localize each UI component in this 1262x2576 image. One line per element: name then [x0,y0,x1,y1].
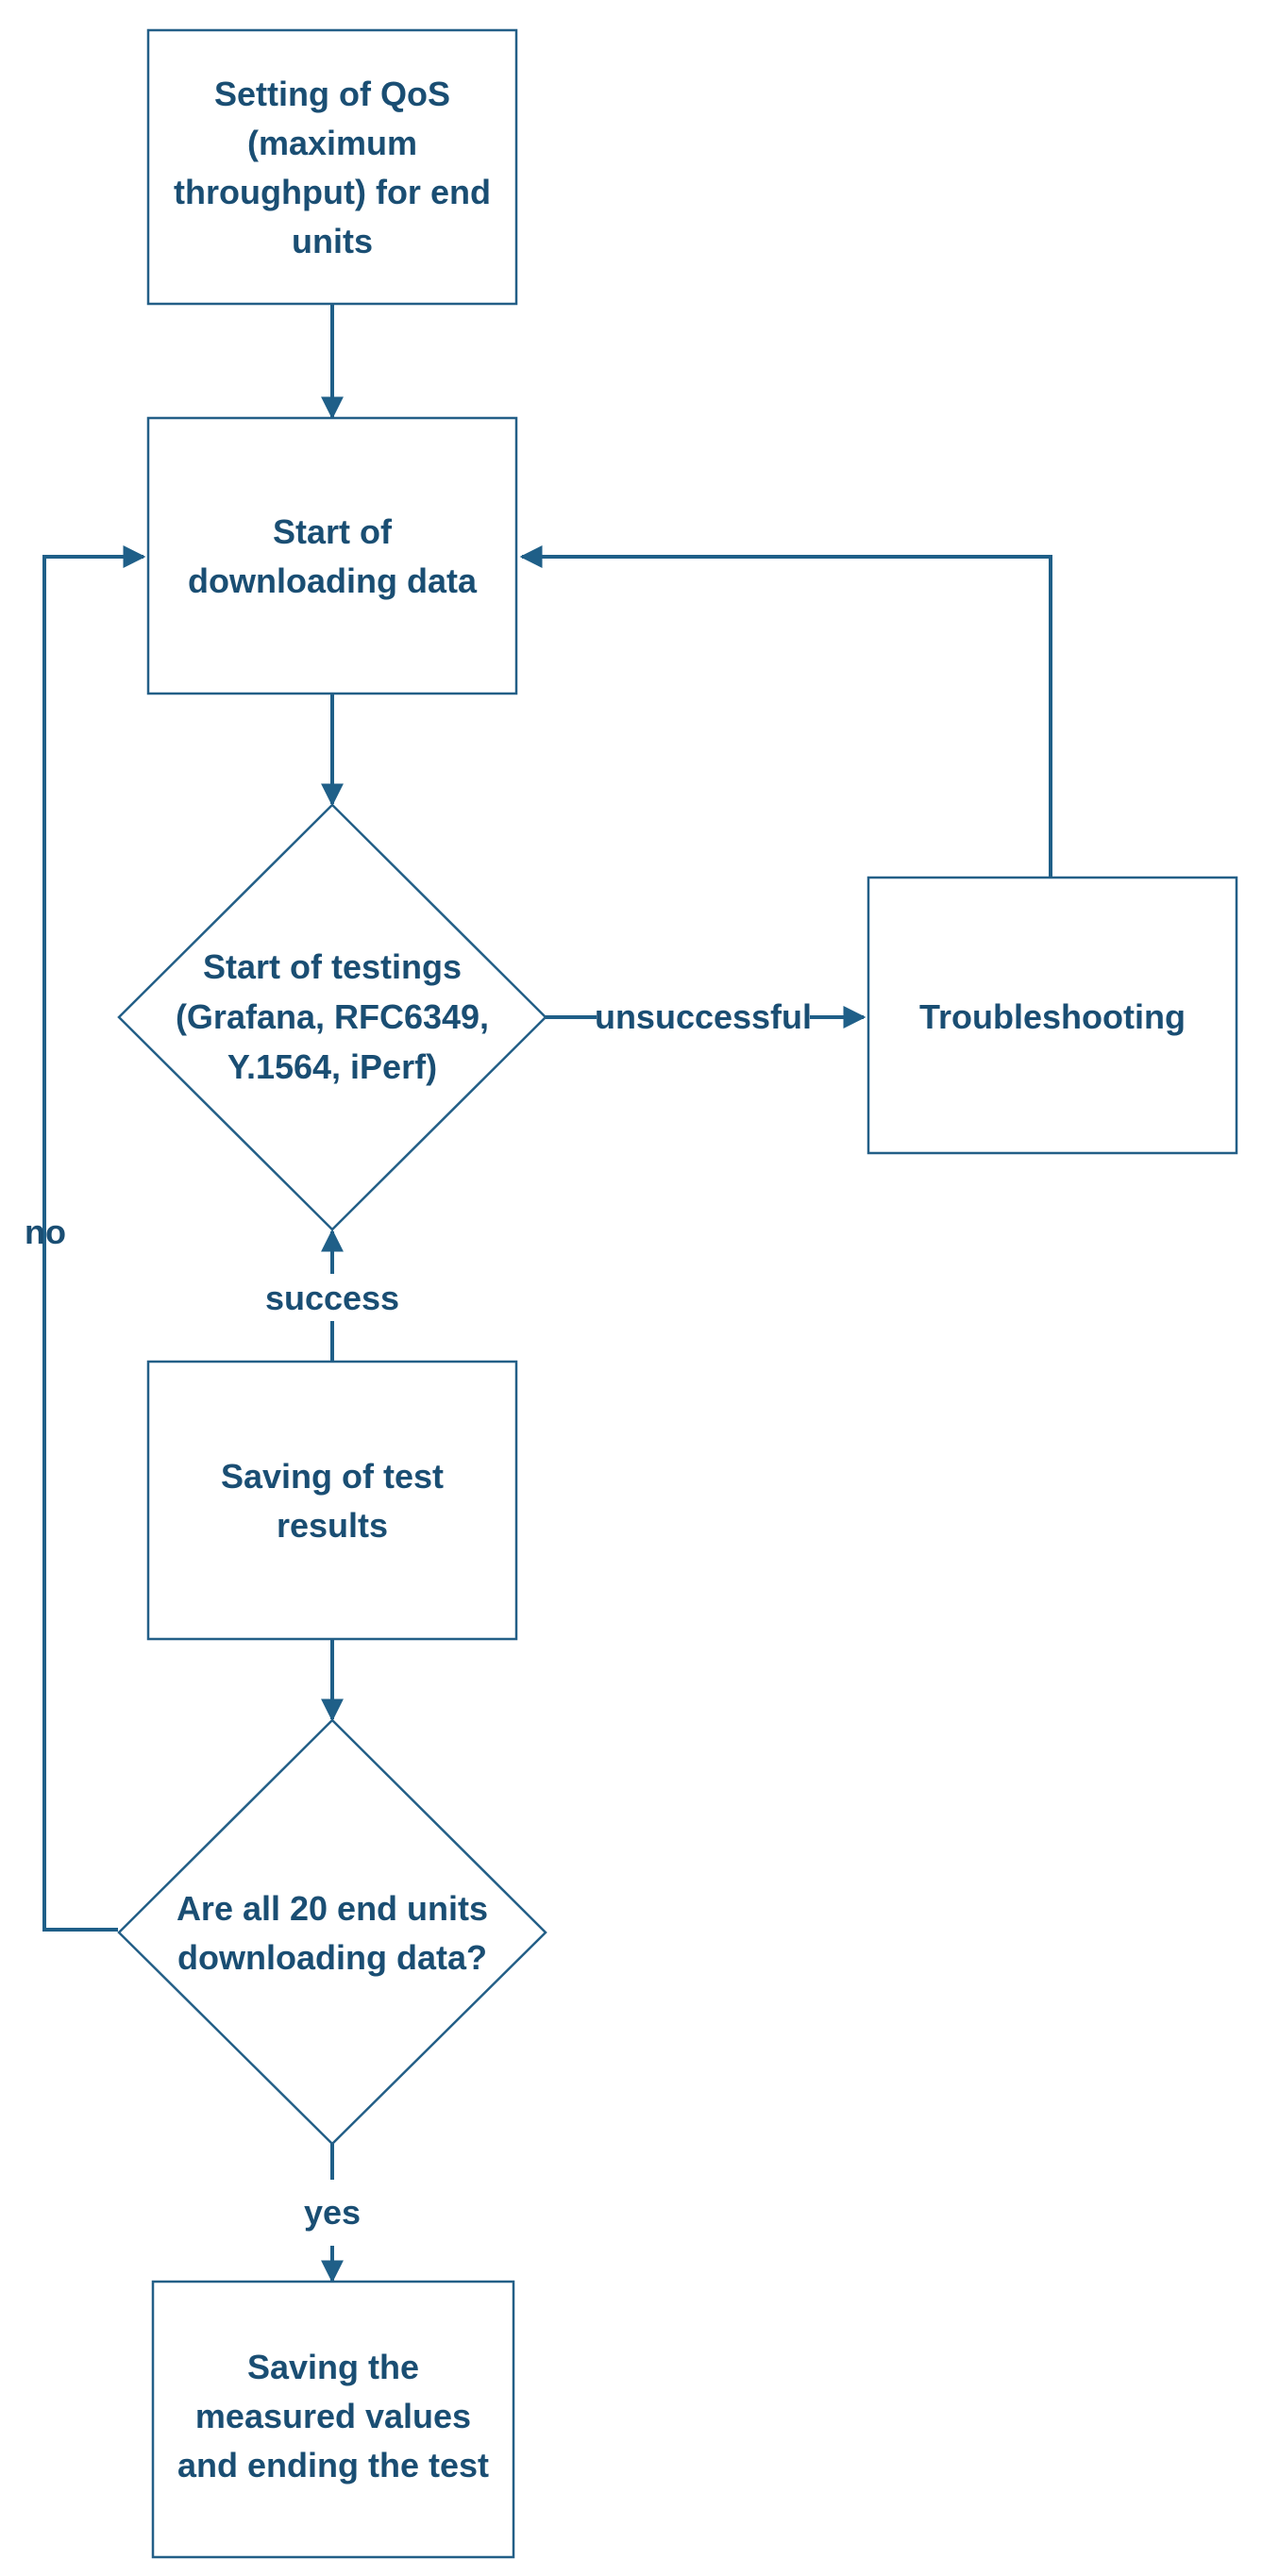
node-qos-setting: Setting of QoS (maximum throughput) for … [146,28,518,306]
node-start-testing-line-2: (Grafana, RFC6349, [176,997,489,1036]
node-all-units-check: Are all 20 end units downloading data? [117,1718,547,2146]
node-save-measured: Saving the measured values and ending th… [151,2280,515,2559]
node-save-measured-line-2: measured values [195,2397,471,2435]
node-troubleshooting-label: Troubleshooting [919,997,1186,1036]
node-qos-setting-line-4: units [292,222,373,260]
edge-label-yes: yes [304,2193,361,2232]
node-start-testing: Start of testings (Grafana, RFC6349, Y.1… [117,803,547,1231]
node-save-results-line-2: results [277,1506,388,1545]
node-start-download-line-2: downloading data [188,561,478,600]
node-start-download-line-1: Start of [273,512,393,551]
node-start-download: Start of downloading data [146,416,518,695]
node-save-measured-line-1: Saving the [247,2348,419,2386]
node-all-units-check-line-1: Are all 20 end units [177,1889,488,1928]
node-qos-setting-line-3: throughput) for end [174,173,491,211]
node-start-testing-line-1: Start of testings [203,947,462,986]
node-qos-setting-line-1: Setting of QoS [214,75,450,113]
edge-label-no: no [25,1213,66,1251]
edge-troubleshooting-to-download [519,545,1052,878]
node-all-units-check-line-2: downloading data? [177,1938,487,1977]
node-troubleshooting: Troubleshooting [867,876,1238,1155]
node-save-measured-line-3: and ending the test [177,2446,489,2484]
node-save-results-line-1: Saving of test [221,1457,444,1496]
edges [42,304,1052,2281]
edge-label-success: success [265,1279,399,1317]
edge-label-unsuccessful: unsuccessful [595,997,812,1036]
edge-check-no-to-download [42,545,146,1932]
node-qos-setting-line-2: (maximum [247,124,417,162]
edge-labels: unsuccessful success no yes [25,997,812,2232]
node-start-testing-line-3: Y.1564, iPerf) [227,1047,437,1086]
node-save-results: Saving of test results [146,1360,518,1641]
